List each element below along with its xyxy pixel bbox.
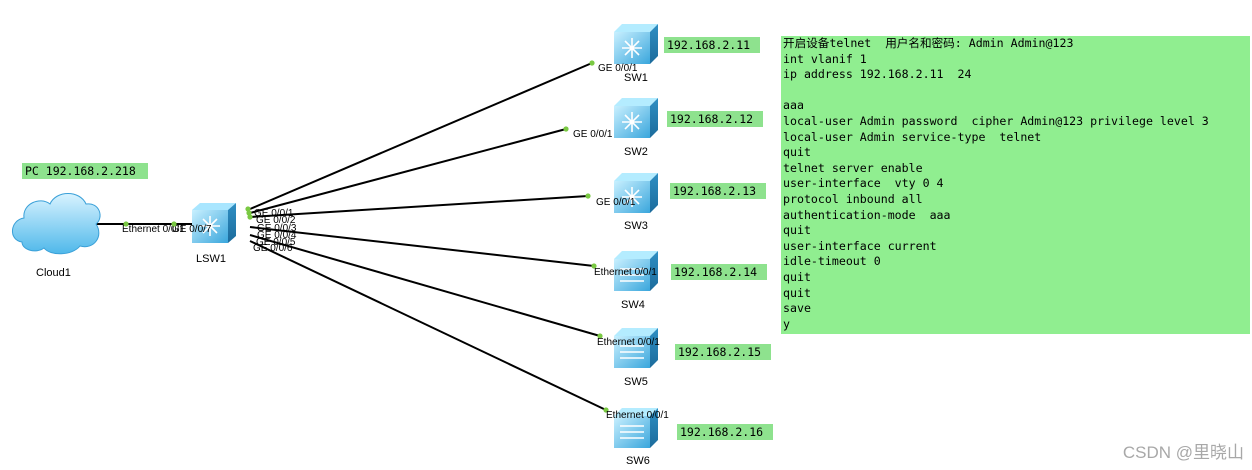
core-port-dot: [246, 210, 252, 216]
config-line: user-interface vty 0 4: [783, 176, 944, 191]
core-port-label: GE 0/0/3: [257, 223, 297, 234]
cloud-icon[interactable]: [12, 193, 101, 255]
config-line: 开启设备telnet 用户名和密码: Admin Admin@123: [783, 36, 1074, 50]
config-line: int vlanif 1: [783, 51, 867, 66]
core-port-label: GE 0/0/2: [256, 215, 296, 226]
switch-name-label: SW4: [621, 299, 645, 311]
switch-icon-sw6[interactable]: [614, 408, 658, 448]
switch-name-label: SW5: [624, 376, 648, 388]
core-port-dot: [247, 214, 253, 220]
core-switch-icon[interactable]: [192, 203, 236, 243]
switch-port-dot: [589, 60, 595, 66]
config-line: aaa: [783, 98, 804, 113]
core-port-label: GE 0/0/5: [256, 237, 296, 248]
core-uplink-port-dot: [171, 221, 177, 227]
link-core-sw6: [249, 240, 607, 411]
config-line: protocol inbound all: [783, 191, 923, 206]
cloud-name-label: Cloud1: [36, 267, 71, 279]
switch-port-label: Ethernet 0/0/1: [597, 337, 660, 348]
switch-ip-box: [671, 264, 767, 280]
config-line: local-user Admin service-type telnet: [783, 129, 1042, 144]
switch-ip-box: [677, 424, 773, 440]
switch-icon-sw5[interactable]: [614, 328, 658, 368]
switch-name-label: SW2: [624, 146, 648, 158]
config-line: local-user Admin password cipher Admin@1…: [783, 113, 1209, 128]
watermark: CSDN @里晓山: [1123, 443, 1244, 462]
config-line: authentication-mode aaa: [783, 207, 951, 222]
switch-ip-box: [664, 37, 760, 53]
switch-port-label: Ethernet 0/0/1: [594, 267, 657, 278]
switch-port-label: GE 0/0/1: [598, 63, 638, 74]
config-line: [783, 83, 1248, 99]
switch-port-dot: [603, 407, 609, 413]
switch-port-label: GE 0/0/1: [573, 129, 613, 140]
core-port-label: GE 0/0/1: [254, 208, 294, 219]
core-port-labels: GE 0/0/1 GE 0/0/2 GE 0/0/3 GE 0/0/4 GE 0…: [245, 206, 297, 254]
config-line: idle-timeout 0: [783, 254, 881, 269]
switch-ip-label: 192.168.2.13: [673, 184, 756, 198]
link-core-sw5: [249, 234, 601, 337]
pc-ip-label: PC 192.168.2.218: [25, 164, 136, 178]
config-line: quit: [783, 285, 811, 300]
link-core-sw2: [249, 128, 567, 214]
switch-icon-sw3[interactable]: [614, 173, 658, 213]
link-core-sw4: [249, 226, 595, 267]
core-port-label: GE 0/0/6: [253, 243, 293, 254]
config-line: quit: [783, 145, 811, 160]
switch-port-dot: [563, 126, 569, 132]
cloud-port-dot: [123, 221, 129, 227]
switch-ip-label: 192.168.2.14: [674, 265, 757, 279]
config-line: telnet server enable: [783, 160, 923, 175]
config-line: save: [783, 301, 811, 316]
cloud-port-label: Ethernet 0/0/1: [122, 224, 185, 235]
switch-ip-box: [670, 183, 766, 199]
switch-ip-box: [675, 344, 771, 360]
switch-port-label: GE 0/0/1: [596, 197, 636, 208]
switch-port-label: Ethernet 0/0/1: [606, 410, 669, 421]
switch-icon-sw1[interactable]: [614, 24, 658, 64]
switch-ip-box: [667, 111, 763, 127]
config-line: quit: [783, 269, 811, 284]
links-layer: [96, 62, 607, 411]
switch-ip-label: 192.168.2.15: [678, 345, 761, 359]
switch-name-label: SW1: [624, 72, 648, 84]
switch-ip-label: 192.168.2.12: [670, 112, 753, 126]
switch-port-dot: [597, 333, 603, 339]
config-line: y: [783, 316, 790, 331]
switch-port-dot: [591, 263, 597, 269]
core-port-dot: [245, 206, 251, 212]
config-line: quit: [783, 223, 811, 238]
link-core-sw1: [249, 62, 593, 210]
link-core-sw3: [249, 195, 589, 218]
pc-ip-box-bg: [22, 163, 148, 179]
switch-ip-label: 192.168.2.16: [680, 425, 763, 439]
switch-name-label: SW6: [626, 455, 650, 467]
switch-icon-sw2[interactable]: [614, 98, 658, 138]
switch-ip-label: 192.168.2.11: [667, 38, 750, 52]
core-uplink-port-label: GE 0/0/7: [172, 224, 212, 235]
switch-port-dot: [585, 193, 591, 199]
config-line: user-interface current: [783, 238, 937, 253]
core-switch-name: LSW1: [196, 253, 226, 265]
config-line: ip address 192.168.2.11 24: [783, 67, 972, 82]
switch-name-label: SW3: [624, 220, 648, 232]
switch-icon-sw4[interactable]: [614, 251, 658, 291]
core-port-label: GE 0/0/4: [257, 230, 297, 241]
